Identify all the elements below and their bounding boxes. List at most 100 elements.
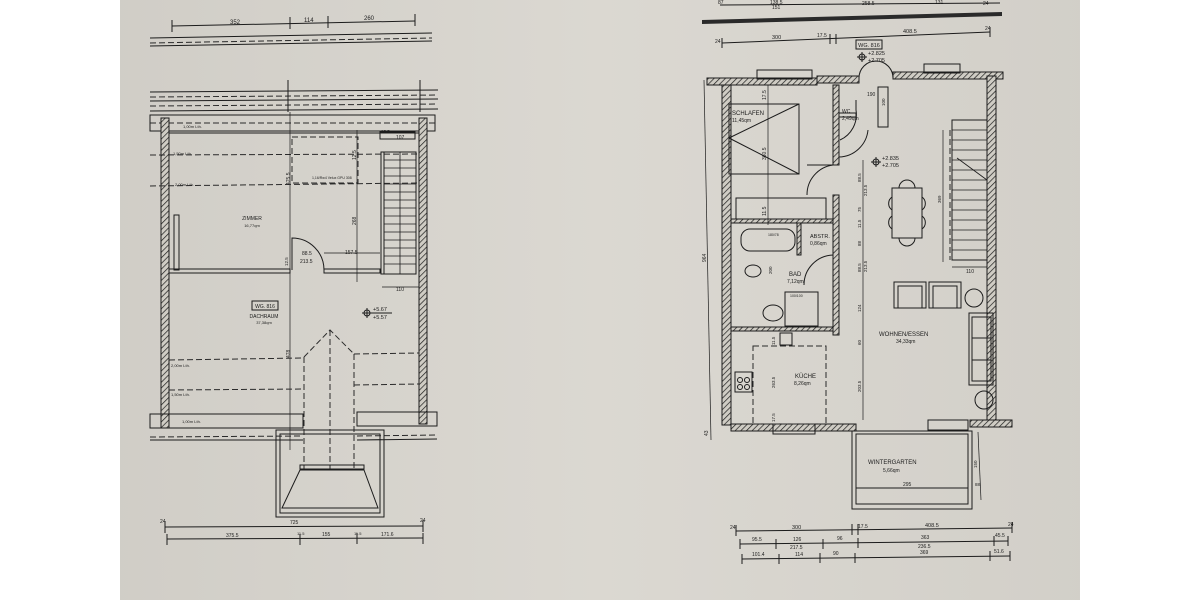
room-wc-area: 2,49qm [842,116,859,122]
dim-360-5: 360.5 [762,147,768,160]
dim-369-stair: 369 [937,195,942,203]
wall-top-mid [816,75,860,84]
room-dachraum-area: 37,38qm [256,320,272,325]
room-schlafen: SCHLAFEN 11,45qm 360.5 17.5 11.5 [728,85,827,225]
window-top-2 [923,63,961,74]
dim-11-5-v: 11.5 [762,206,768,216]
dim-88-wg: 88 [975,482,981,487]
window-living [927,419,969,431]
room-abstr: ABSTR. 0,86qm [810,234,830,247]
small-mark-1: 11.5 [297,531,305,536]
dim-478: 478 [286,349,292,358]
dim-475: 475.5 [286,172,292,185]
room-kueche-area: 8,26qm [794,381,811,387]
room-kueche-name: KÜCHE [795,373,816,380]
bathtub-size: 180/78 [768,233,779,237]
dim-171-6: 171.6 [381,532,394,538]
dim-17-5-k: 17.5 [771,413,776,422]
room-abstr-name: ABSTR. [810,234,830,240]
dim-157-5: 157.5 [345,250,358,256]
dim-60: 60 [857,339,862,345]
unit-label-box-right [855,39,883,50]
dim-top-2: 114 [304,18,314,24]
wall-abstr [796,222,802,256]
partial-dim-5: 131 [935,0,944,6]
bottom-row1-3: 408.5 [925,523,939,529]
wall-right [418,117,428,425]
end-mark-left: 24 [160,519,166,525]
dim-268: 268 [352,216,358,225]
top-dim-408-5: 408.5 [903,29,917,35]
side-dim-964: 964 [702,253,708,262]
bottom-row1-2: 17.5 [858,524,868,530]
dim-11-5-b: 11.5 [857,219,862,228]
floor-plan-drawing: 352 114 260 1,00m Lth. 1, [149,0,1014,564]
paper-sheet: 352 114 260 1,00m Lth. 1, [120,0,1080,600]
height-upper-left: +5.67 [373,307,387,313]
shower-size: 100/100 [790,294,803,298]
bottom-row2-3: 363 [921,535,930,541]
living-height-upper: +2.835 [882,156,899,162]
bottom-row1-0: 24 [730,525,736,531]
left-top-dimension-chain: 352 114 260 [149,14,433,47]
partial-dim-2: 138.5 [770,0,783,6]
side-mark-43: 43 [704,430,710,436]
bottom-row2-4: 45.5 [995,533,1005,539]
unit-label-left: WG. 816 [255,304,275,310]
room-abstr-area: 0,86qm [810,241,827,247]
left-plan: 352 114 260 1,00m Lth. 1, [149,14,439,545]
bottom-row2-0: 95.5 [752,537,762,543]
height-lower-left: +5.57 [373,315,387,321]
dim-213-5-b: 213.5 [863,260,868,272]
wall-bad-kueche [730,326,834,332]
stairwell-right: 369 110 [937,119,988,275]
dim-11-5-k: 11.5 [771,336,776,345]
dim-203-5: 203.5 [857,380,862,392]
left-bottom-dimension-chain: 24 24 725 375.5 155 171.6 11.5 11.5 [160,518,426,545]
right-top-partial-dimensions: 87 138.5 151 258.5 131 24 [702,0,1002,24]
dim-overall-725: 725 [290,520,299,526]
living-height-lower: +2.705 [882,163,899,169]
dormer-bay [275,429,385,518]
living-furniture: WOHNEN/ESSEN 34,33qm [879,281,994,410]
dim-75: 75 [857,206,862,212]
room-kueche: KÜCHE 8,26qm 263.5 17.5 11.5 [734,332,827,425]
dim-213-5: 213.5 [300,259,313,265]
top-end-left: 24 [715,39,721,45]
dim-155: 155 [322,532,331,538]
room-wohnen-area: 34,33qm [896,339,915,345]
slope-label-1: 1,50m Lth. [173,151,192,156]
dim-375-5: 375.5 [226,533,239,539]
right-bottom-dimension-chain: 24 300 17.5 408.5 24 95.5 126 96 363 45.… [730,522,1014,564]
rafters-top: 1,00m Lth. [149,114,436,132]
dim-110-stair: 110 [966,269,974,275]
dim-12-5: 12.5 [352,150,358,160]
dim-top-1: 352 [230,20,241,26]
dim-12-5-b: 12.5 [284,257,289,266]
wall-bottom-left [730,423,857,432]
bottom-row1-4: 24 [1008,522,1014,528]
dining-table [888,179,926,247]
bottom-row2-1: 126 [793,537,802,543]
room-wohnen-name: WOHNEN/ESSEN [879,332,928,338]
slope-label-3: 2,00m Lth. [171,363,190,368]
slope-label-5: 1,00m Lth. [182,419,201,424]
dim-88-5: 88.5 [302,251,312,257]
dormer: 2,00m Lth. 1,50m Lth. [168,329,420,470]
room-wintergarten: WINTERGARTEN 5,66qm 295 150 88 [851,430,982,510]
rafters-bottom: 1,00m Lth. [149,411,438,441]
room-schlafen-area: 11,45qm [732,118,751,124]
stairwell-left: 13.5 107 110 [379,129,419,293]
window-note: 1,16/Rw4 Velux GPU 308 [312,176,352,180]
dim-213-5-a: 213.5 [863,184,868,196]
bottom-row2-2: 96 [837,536,843,542]
right-top-dimension-chain: 24 300 17.5 408.5 24 [715,26,991,48]
roof-window: 1,16/Rw4 Velux GPU 308 [291,136,359,184]
room-wc-name: WC [842,109,851,115]
dim-124: 124 [857,304,862,312]
bottom-row2-sub-0: 217.5 [790,545,803,551]
partition-wall: 88.5 213.5 157.5 12.5 [168,214,381,274]
dim-110: 110 [396,287,404,293]
dim-295: 295 [903,482,912,488]
dim-top-3: 260 [364,16,375,22]
